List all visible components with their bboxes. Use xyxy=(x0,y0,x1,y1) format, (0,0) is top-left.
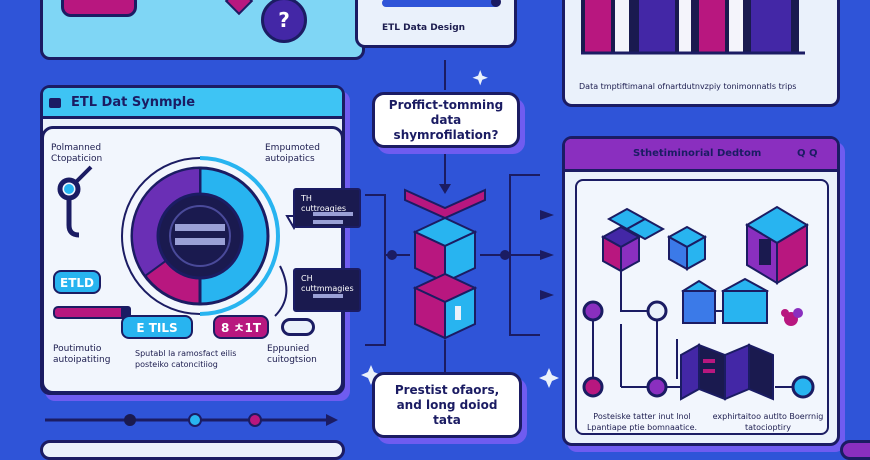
etl-donut-diagram xyxy=(121,156,303,317)
node-3 xyxy=(582,376,604,398)
etl-bottom-left: Poutimutio autoipatiting xyxy=(53,344,111,365)
cuttroagies-card[interactable]: TH cuttroagies xyxy=(293,188,361,228)
header-square-icon xyxy=(49,98,61,108)
etils-pill[interactable]: E TILS xyxy=(121,315,193,339)
card-line-2 xyxy=(313,220,343,224)
question-circle-icon[interactable]: ? xyxy=(261,0,307,43)
right-panel-badge[interactable]: Q Q xyxy=(797,148,818,159)
top-left-panel: ? xyxy=(40,0,365,60)
top-panel-label: ETL Data Design xyxy=(382,23,466,33)
network-diagram xyxy=(582,205,815,401)
etld-pill[interactable]: ETLD xyxy=(53,270,101,294)
right-bottom-right: exphirtaitoo autlto Boerrnig tatocioptir… xyxy=(712,412,824,432)
bottom-left-panel xyxy=(40,440,345,460)
bar-5 xyxy=(699,0,725,53)
etl-bottom-right: Eppunied cuitogtsion xyxy=(267,344,317,365)
chart-caption: Data tmptiftimanal ofnartdutnvzpiy tonim… xyxy=(579,82,797,91)
bar-1 xyxy=(585,0,611,53)
cuttroagies-card-title: TH cuttroagies xyxy=(301,194,347,213)
right-panel-title: Sthetiminorial Dedtom xyxy=(633,148,762,159)
etl-left-label: Polmanned Ctopaticion xyxy=(51,143,103,164)
bottom-right-strip xyxy=(840,440,870,460)
etl-panel-title: ETL Dat Synmple xyxy=(71,95,196,110)
card-line-3 xyxy=(313,294,343,298)
slider-bar[interactable] xyxy=(53,306,129,319)
bar-chart xyxy=(581,0,805,55)
right-panel: Sthetiminorial Dedtom Q Q xyxy=(562,136,840,446)
node-5 xyxy=(791,375,815,399)
cuttmmagies-card[interactable]: CH cuttmmagies xyxy=(293,268,361,312)
node-2 xyxy=(646,300,668,322)
bar-3 xyxy=(639,0,675,53)
etl-panel: ETL Dat Synmple Polmanned Ctopaticion Em… xyxy=(40,85,361,395)
card-line xyxy=(313,212,353,216)
cuttmmagies-card-title: CH cuttmmagies xyxy=(301,274,354,293)
slider-handle[interactable] xyxy=(121,306,131,319)
top-center-bar xyxy=(382,0,500,7)
bar-7 xyxy=(751,0,791,53)
bottom-bubble: Prestist ofaors, and long doiod tata xyxy=(372,372,522,438)
bar-2 xyxy=(615,0,629,53)
sparkle-icon-2 xyxy=(361,365,381,385)
bar-4 xyxy=(679,0,691,53)
ext-pill[interactable]: 8 ㅊ1T xyxy=(213,315,269,339)
top-center-panel: ETL Data Design xyxy=(355,0,517,48)
node-1 xyxy=(582,300,604,322)
etl-right-label: Empumoted autoipatics xyxy=(265,143,320,164)
etl-bottom-mid: Sputabl la ramosfact eilis posteiko cato… xyxy=(135,349,237,369)
node-4 xyxy=(646,376,668,398)
toggle-icon[interactable] xyxy=(281,318,315,336)
right-bottom-left: Posteiske tatter inut lnol Lpantiape pti… xyxy=(586,412,698,432)
bar-6 xyxy=(729,0,743,53)
cube-stack xyxy=(404,188,486,340)
top-pill-magenta xyxy=(61,0,137,17)
right-panel-header xyxy=(565,139,837,172)
slider-knob-icon[interactable] xyxy=(491,0,501,7)
question-bubble: Proffict-tomming data shymrofilation? xyxy=(372,92,520,148)
connector-lines xyxy=(45,60,559,427)
etl-panel-header xyxy=(43,88,342,119)
sparkle-icon-3 xyxy=(539,368,559,388)
bar-chart-panel: Data tmptiftimanal ofnartdutnvzpiy tonim… xyxy=(562,0,840,107)
sparkle-icon xyxy=(472,70,488,86)
link-hook-icon xyxy=(57,165,93,238)
